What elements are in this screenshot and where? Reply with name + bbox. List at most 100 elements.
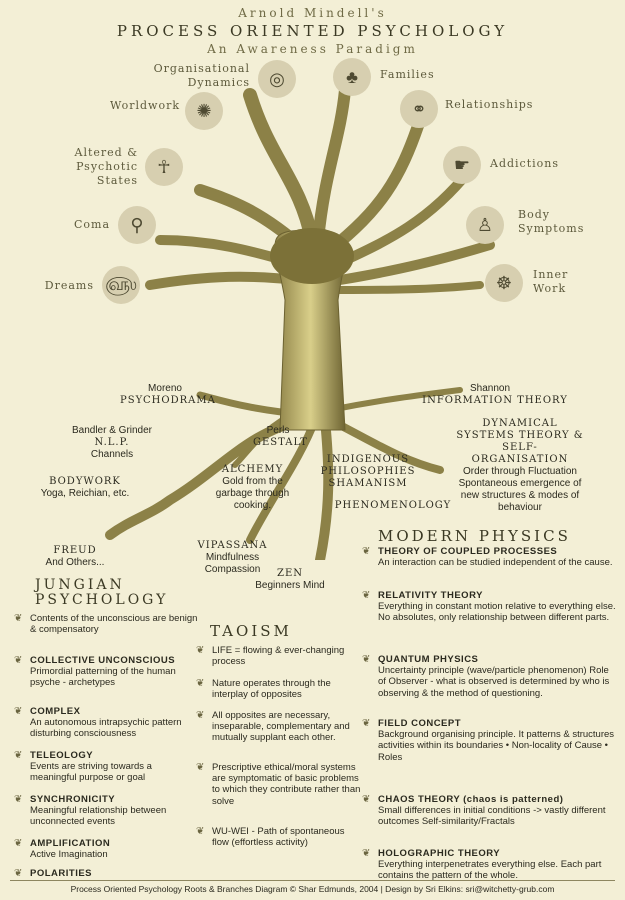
footer: Process Oriented Psychology Roots & Bran… <box>70 884 555 894</box>
branch-organisational-dynamics: Organisational Dynamics <box>153 62 250 89</box>
leaf-bullet-icon: ❦ <box>362 654 371 665</box>
root-alchemy-label: ALCHEMY <box>221 464 284 475</box>
item-heading: THEORY OF COUPLED PROCESSES <box>378 546 558 557</box>
leaf-bullet-icon: ❦ <box>362 848 371 859</box>
root-freud: FREUD And Others... <box>40 545 110 569</box>
root-gestalt: Perls GESTALT <box>253 425 308 449</box>
jungian-title: JUNGIAN PSYCHOLOGY <box>35 577 169 609</box>
item-text: Nature operates through the interplay of… <box>212 678 331 701</box>
item-text: Everything in constant motion relative t… <box>378 601 616 624</box>
item-heading: COLLECTIVE UNCONSCIOUS <box>30 655 176 666</box>
couple-icon: ⚭ <box>400 90 438 128</box>
item-text: Everything interpenetrates everything el… <box>378 859 602 882</box>
leaf-bullet-icon: ❦ <box>14 794 23 805</box>
physics-title: MODERN PHYSICS <box>378 527 571 545</box>
root-psychodrama-label: PSYCHODRAMA <box>120 395 216 406</box>
leaf-bullet-icon: ❦ <box>196 678 205 689</box>
author: Arnold Mindell's <box>238 6 387 20</box>
family-icon: ♣ <box>333 58 371 96</box>
root-zen: ZEN Beginners Mind <box>250 568 330 592</box>
root-dynamical-systems: DYNAMICAL SYSTEMS THEORY & SELF-ORGANISA… <box>455 418 585 514</box>
root-indigenous: INDIGENOUS PHILOSOPHIES SHAMANISM <box>318 454 418 490</box>
list-item: ❦ POLARITIES <box>14 868 200 879</box>
item-heading: CHAOS THEORY (chaos is patterned) <box>378 794 564 805</box>
leaf-bullet-icon: ❦ <box>362 718 371 729</box>
root-phenomenology-label: PHENOMENOLOGY <box>334 500 452 511</box>
root-indigenous-label: INDIGENOUS PHILOSOPHIES SHAMANISM <box>320 454 416 489</box>
body-figure-icon: ♙ <box>466 206 504 244</box>
item-text: Events are striving towards a meaningful… <box>30 761 152 784</box>
item-heading: COMPLEX <box>30 706 81 717</box>
root-dynamical-label: DYNAMICAL SYSTEMS THEORY & SELF-ORGANISA… <box>456 418 584 465</box>
item-heading: RELATIVITY THEORY <box>378 590 483 601</box>
root-vipassana: VIPASSANA Mindfulness Compassion <box>190 540 275 576</box>
branch-dreams: Dreams <box>44 279 94 292</box>
item-text: LIFE = flowing & ever-changing process <box>212 645 345 668</box>
branch-worldwork: Worldwork <box>110 99 180 112</box>
leaf-bullet-icon: ❦ <box>14 613 23 624</box>
item-heading: POLARITIES <box>30 868 93 879</box>
root-information-label: INFORMATION THEORY <box>422 395 568 406</box>
leaf-bullet-icon: ❦ <box>362 546 371 557</box>
branch-body-symptoms: Body Symptoms <box>518 208 585 235</box>
branch-families: Families <box>380 68 435 81</box>
root-channels: Channels <box>90 449 134 460</box>
footer-divider <box>10 880 615 881</box>
spiral-icon: ௵ <box>102 266 140 304</box>
root-mindfulness: Mindfulness Compassion <box>204 552 261 575</box>
hand-icon: ☛ <box>443 146 481 184</box>
root-gestalt-label: GESTALT <box>253 437 308 448</box>
root-order: Order through Fluctuation <box>463 466 577 477</box>
list-item: ❦CHAOS THEORY (chaos is patterned)Small … <box>362 794 618 828</box>
root-others: And Others... <box>45 557 105 568</box>
root-vipassana-label: VIPASSANA <box>197 540 268 551</box>
subtitle: An Awareness Paradigm <box>207 42 418 56</box>
taoism-title: TAOISM <box>210 622 292 640</box>
leaf-bullet-icon: ❦ <box>14 750 23 761</box>
list-item: ❦ Prescriptive ethical/moral systems are … <box>196 762 362 807</box>
item-text: Primordial patterning of the human psych… <box>30 666 176 689</box>
item-text: Active Imagination <box>30 849 108 861</box>
root-bandler: Bandler & Grinder <box>71 425 153 436</box>
root-shannon: Shannon <box>470 383 511 394</box>
leaf-bullet-icon: ❦ <box>14 838 23 849</box>
root-bodywork-label: BODYWORK <box>49 476 121 487</box>
item-text: Uncertainty principle (wave/particle phe… <box>378 665 610 699</box>
item-text: WU-WEI - Path of spontaneous flow (effor… <box>212 826 345 849</box>
item-heading: QUANTUM PHYSICS <box>378 654 479 665</box>
root-beginners: Beginners Mind <box>255 580 325 591</box>
leaf-bullet-icon: ❦ <box>196 826 205 837</box>
item-heading: HOLOGRAPHIC THEORY <box>378 848 501 859</box>
branch-inner-work: Inner Work <box>533 268 569 295</box>
root-nlp: Bandler & Grinder N.L.P. Channels <box>62 425 162 461</box>
item-text: Background organising principle. It patt… <box>378 729 615 763</box>
root-alchemy: ALCHEMY Gold from the garbage through co… <box>205 464 300 512</box>
root-zen-label: ZEN <box>277 568 303 579</box>
root-yoga: Yoga, Reichian, etc. <box>40 488 130 499</box>
root-gold: Gold from the garbage through cooking. <box>215 476 290 511</box>
item-text: All opposites are necessary, inseparable… <box>212 710 350 744</box>
item-heading: TELEOLOGY <box>30 750 94 761</box>
leaf-bullet-icon: ❦ <box>14 868 23 879</box>
item-heading: FIELD CONCEPT <box>378 718 462 729</box>
root-phenomenology: PHENOMENOLOGY <box>328 500 458 512</box>
globe-icon: ◎ <box>258 60 296 98</box>
leaf-bullet-icon: ❦ <box>196 762 205 773</box>
item-text: Meaningful relationship between unconnec… <box>30 805 167 828</box>
header: Arnold Mindell's PROCESS ORIENTED PSYCHO… <box>0 6 625 56</box>
item-text: Prescriptive ethical/moral systems are s… <box>212 762 361 807</box>
branch-relationships: Relationships <box>445 98 534 111</box>
leaf-bullet-icon: ❦ <box>14 655 23 666</box>
root-nlp-label: N.L.P. <box>94 437 130 448</box>
list-item: ❦ WU-WEI - Path of spontaneous flow (effo… <box>196 826 362 849</box>
leaf-bullet-icon: ❦ <box>362 794 371 805</box>
dancing-figure-icon: ☥ <box>145 148 183 186</box>
